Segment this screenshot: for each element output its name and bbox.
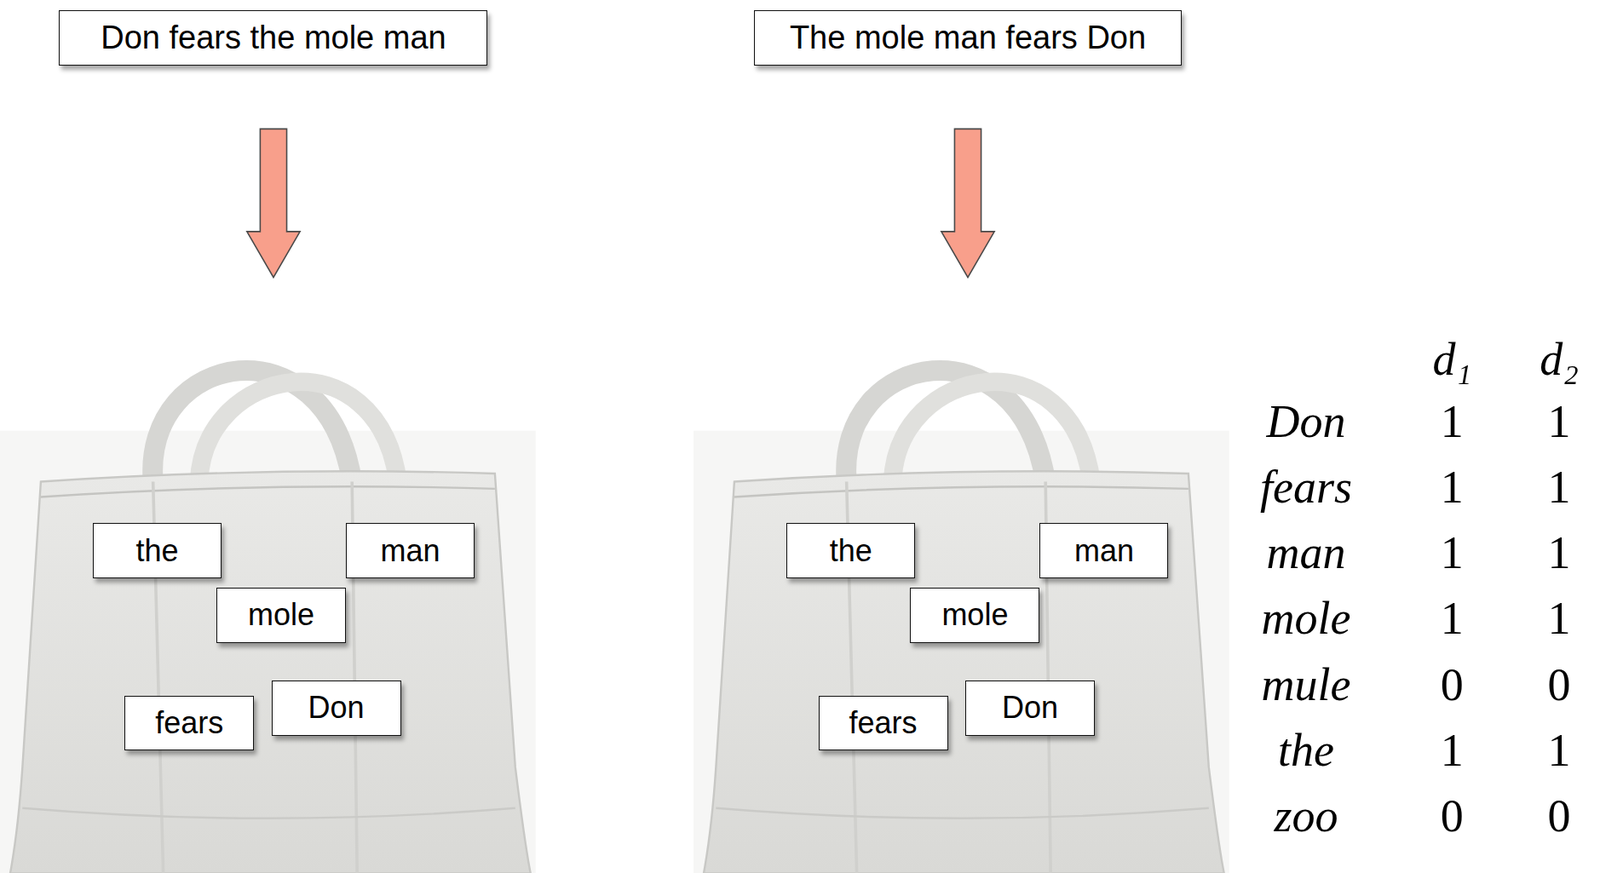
count-cell: 1: [1548, 592, 1572, 645]
sentence-box: Don fears the mole man: [58, 10, 488, 66]
word-text: man: [379, 533, 440, 570]
word-text: fears: [155, 705, 224, 742]
count-cell: 1: [1440, 526, 1464, 580]
word-token: mole: [909, 587, 1040, 644]
bag-of-words: the man mole fears Don: [0, 277, 536, 873]
word-text: Don: [1001, 690, 1059, 726]
word-text: the: [829, 533, 873, 570]
count-cell: 0: [1440, 658, 1464, 712]
word-token: Don: [965, 680, 1095, 737]
word-token: the: [92, 523, 222, 579]
bag-body: [703, 471, 1225, 873]
bag-seam: [716, 808, 1209, 819]
count-cell: 0: [1548, 789, 1572, 843]
count-cell: 1: [1548, 460, 1572, 514]
block-arrow: [941, 128, 995, 277]
word-token: man: [1039, 523, 1169, 579]
count-cell: 1: [1548, 395, 1572, 449]
word-token: mole: [216, 587, 346, 644]
count-cell: 0: [1548, 658, 1572, 712]
term-row-label: zoo: [1274, 789, 1339, 843]
photo-backdrop: [0, 430, 536, 873]
word-text: mole: [941, 597, 1008, 634]
word-token: the: [786, 523, 916, 579]
word-token: Don: [271, 680, 402, 737]
term-row-label: the: [1277, 724, 1335, 777]
bag-seam: [734, 486, 1189, 497]
count-cell: 1: [1440, 395, 1464, 449]
count-cell: 1: [1548, 724, 1572, 777]
word-text: Don: [308, 690, 365, 726]
count-cell: 1: [1440, 724, 1464, 777]
term-row-label: mole: [1261, 592, 1352, 645]
bag-of-words: the man mole fears Don: [693, 277, 1230, 873]
term-row-label: Don: [1266, 395, 1347, 449]
document-column-header: d₂: [1539, 333, 1579, 386]
word-token: fears: [818, 696, 949, 752]
word-text: mole: [247, 597, 315, 634]
word-token: man: [345, 523, 475, 579]
count-cell: 1: [1440, 592, 1464, 645]
sentence-text: The mole man fears Don: [789, 19, 1146, 57]
word-text: the: [135, 533, 179, 570]
bag-seam: [22, 808, 515, 819]
word-text: man: [1074, 533, 1134, 570]
bag-seam: [40, 486, 495, 497]
term-row-label: mule: [1261, 658, 1352, 712]
document-column-header: d₁: [1432, 333, 1472, 386]
sentence-box: The mole man fears Don: [753, 10, 1182, 66]
bag-body: [10, 471, 531, 873]
bag-handle: [892, 381, 1093, 482]
count-cell: 1: [1440, 460, 1464, 514]
bag-handle: [199, 381, 399, 482]
sentence-text: Don fears the mole man: [100, 19, 447, 57]
photo-backdrop: [693, 430, 1230, 873]
word-token: fears: [124, 696, 254, 752]
term-row-label: fears: [1260, 460, 1353, 514]
block-arrow: [247, 128, 300, 277]
count-cell: 0: [1440, 789, 1464, 843]
term-row-label: man: [1266, 526, 1347, 580]
count-cell: 1: [1548, 526, 1572, 580]
word-text: fears: [849, 705, 918, 742]
